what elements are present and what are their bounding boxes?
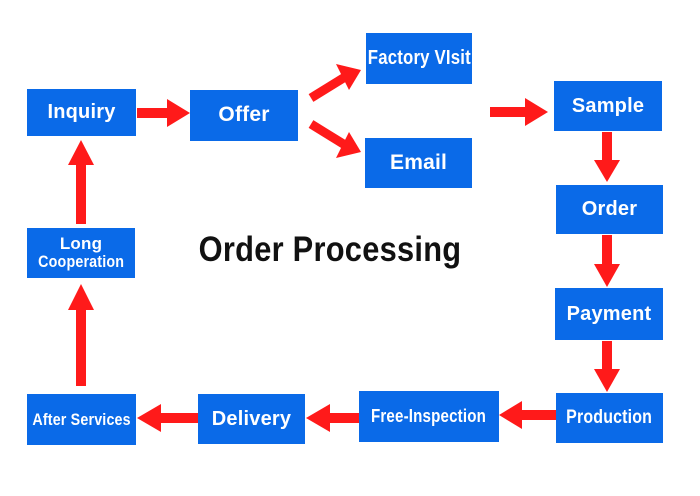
after-services-box: After Services (27, 394, 136, 445)
delivery-label: Delivery (211, 407, 292, 430)
arrow-offer-to-email (308, 120, 361, 158)
arrow-long-cooperation-to-inquiry (68, 140, 94, 224)
arrow-after-services-to-long-cooperation (68, 284, 94, 386)
production-box: Production (556, 393, 663, 443)
long-cooperation-label-line1: Long (59, 234, 103, 254)
long-cooperation-box: Long Cooperation (27, 228, 135, 278)
diagram-title: Order Processing (198, 230, 462, 269)
production-label: Production (566, 407, 653, 429)
email-box: Email (365, 138, 472, 188)
arrow-sample-to-order (594, 132, 620, 182)
inquiry-label: Inquiry (47, 101, 116, 123)
factory-visit-box: Factory VIsit (366, 33, 472, 84)
free-inspection-box: Free-Inspection (359, 391, 499, 442)
sample-box: Sample (554, 81, 662, 131)
arrow-offer-to-factory-visit (308, 64, 361, 102)
payment-box: Payment (555, 288, 663, 340)
arrow-free-inspection-to-delivery (306, 404, 359, 432)
arrow-production-to-free-inspection (499, 401, 556, 429)
long-cooperation-label-line2: Cooperation (38, 252, 124, 271)
arrow-inquiry-to-offer (137, 99, 190, 127)
free-inspection-label: Free-Inspection (371, 406, 487, 427)
sample-label: Sample (571, 94, 645, 117)
factory-visit-label: Factory VIsit (367, 47, 471, 69)
offer-box: Offer (190, 90, 298, 141)
arrow-payment-to-production (594, 341, 620, 392)
order-box: Order (556, 185, 663, 234)
order-label: Order (581, 198, 638, 220)
after-services-label: After Services (32, 409, 131, 429)
inquiry-box: Inquiry (27, 89, 136, 136)
email-label: Email (389, 150, 448, 174)
arrow-to-sample (490, 98, 548, 126)
payment-label: Payment (566, 302, 652, 325)
offer-label: Offer (218, 103, 270, 127)
arrow-order-to-payment (594, 235, 620, 287)
delivery-box: Delivery (198, 394, 305, 444)
arrow-delivery-to-after-services (137, 404, 198, 432)
